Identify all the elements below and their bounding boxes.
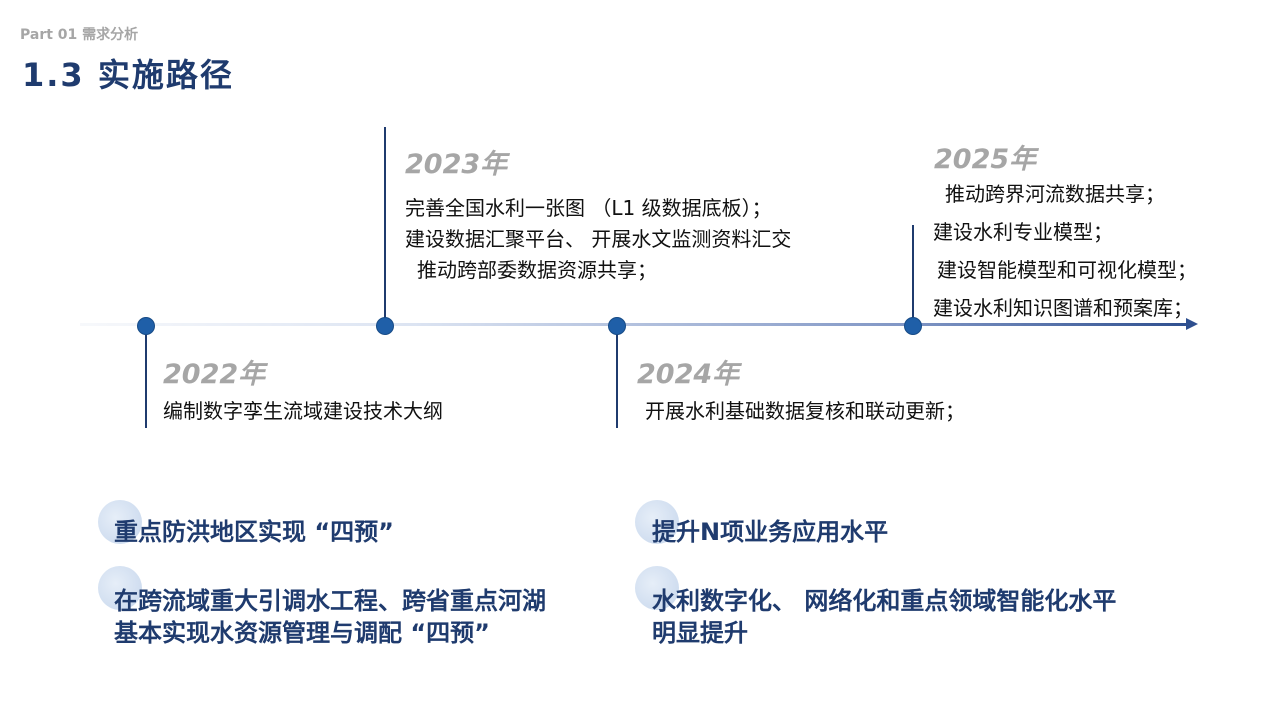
connector-2025 — [912, 225, 914, 325]
goal-line: 提升N项业务应用水平 — [652, 518, 889, 546]
milestone-dot-2025 — [904, 317, 922, 335]
milestone-dot-2022 — [137, 317, 155, 335]
milestone-dot-2024 — [608, 317, 626, 335]
connector-2024 — [616, 325, 618, 428]
bullet-bubble-icon — [98, 500, 142, 544]
milestone-line: 完善全国水利一张图 （L1 级数据底板）； — [405, 196, 772, 220]
milestone-line: 建设数据汇聚平台、 开展水文监测资料汇交 — [405, 227, 792, 251]
connector-2022 — [145, 325, 147, 428]
milestone-dot-2023 — [376, 317, 394, 335]
milestone-text-2024: 开展水利基础数据复核和联动更新； — [645, 396, 965, 427]
goal-right-1: 提升N项业务应用水平 — [652, 516, 888, 548]
milestone-line: 推动跨部委数据资源共享； — [417, 258, 657, 282]
milestone-line: 推动跨界河流数据共享； — [945, 182, 1165, 206]
bullet-bubble-icon — [98, 566, 142, 610]
goal-line: 基本实现水资源管理与调配 “四预” — [114, 619, 490, 647]
year-2023: 2023年 — [405, 149, 508, 180]
goal-left-1: 重点防洪地区实现 “四预” — [114, 516, 394, 548]
milestone-line: 建设水利知识图谱和预案库； — [933, 296, 1193, 320]
milestone-text-2025: 推动跨界河流数据共享； 建设水利专业模型； 建设智能模型和可视化模型； 建设水利… — [933, 175, 1197, 327]
goal-right-2: 水利数字化、 网络化和重点领域智能化水平 明显提升 — [652, 585, 1116, 649]
bullet-bubble-icon — [635, 566, 679, 610]
year-2022: 2022年 — [163, 359, 266, 390]
year-2024: 2024年 — [637, 359, 740, 390]
timeline-arrow-icon — [1186, 318, 1198, 330]
year-2025: 2025年 — [934, 144, 1037, 175]
bullet-bubble-icon — [635, 500, 679, 544]
goal-left-2: 在跨流域重大引调水工程、跨省重点河湖 基本实现水资源管理与调配 “四预” — [114, 585, 546, 649]
goal-line: 明显提升 — [652, 619, 748, 647]
goal-line: 重点防洪地区实现 “四预” — [114, 518, 394, 546]
goal-line: 水利数字化、 网络化和重点领域智能化水平 — [652, 587, 1117, 615]
milestone-line: 编制数字孪生流域建设技术大纲 — [163, 399, 443, 423]
milestone-line: 建设水利专业模型； — [933, 220, 1113, 244]
milestone-line: 开展水利基础数据复核和联动更新； — [645, 399, 965, 423]
timeline-axis — [80, 323, 1190, 326]
connector-2023 — [384, 127, 386, 325]
milestone-text-2023: 完善全国水利一张图 （L1 级数据底板）； 建设数据汇聚平台、 开展水文监测资料… — [405, 193, 791, 286]
goal-line: 在跨流域重大引调水工程、跨省重点河湖 — [114, 587, 546, 615]
page-title: 1.3 实施路径 — [22, 56, 234, 94]
milestone-text-2022: 编制数字孪生流域建设技术大纲 — [163, 396, 443, 427]
section-label: Part 01 需求分析 — [20, 27, 139, 43]
milestone-line: 建设智能模型和可视化模型； — [937, 258, 1197, 282]
